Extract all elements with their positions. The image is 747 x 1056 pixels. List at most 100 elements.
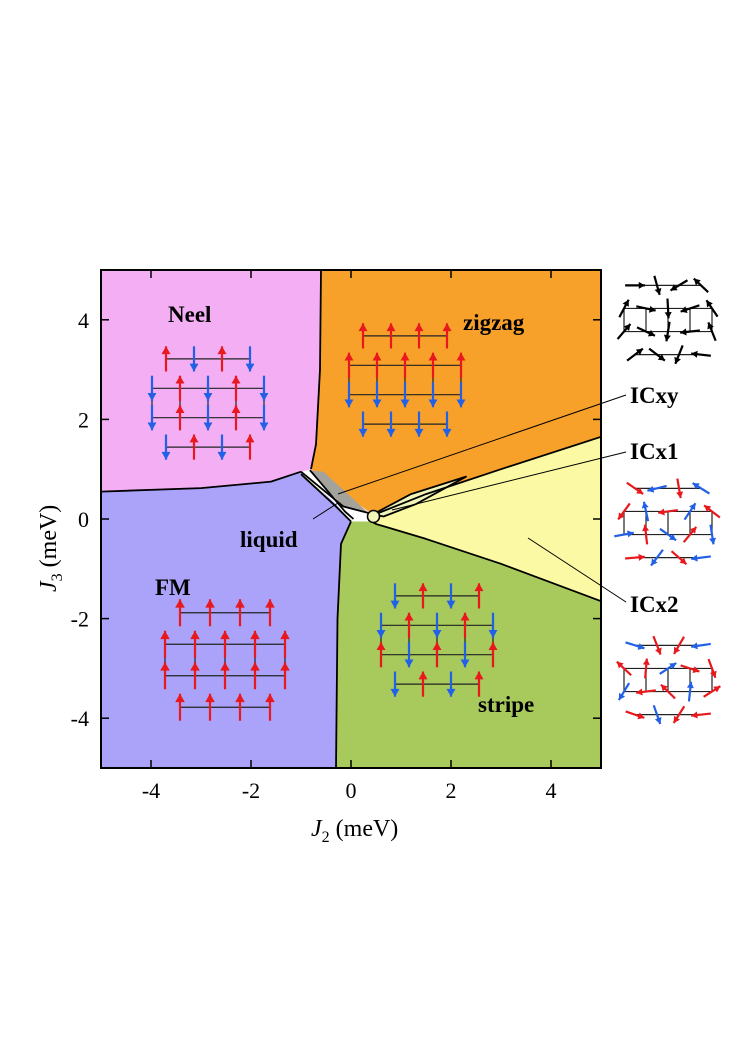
- y-tick-label: -2: [71, 607, 89, 632]
- y-axis-label-subscript: 3: [49, 573, 66, 581]
- spin-pattern-stripe: [376, 583, 498, 697]
- spin-arrow-head: [676, 491, 684, 499]
- spin-arrow-head: [674, 646, 681, 654]
- boundary-fm-stripe: [335, 521, 352, 768]
- spin-arrow-head: [418, 583, 428, 592]
- spin-arrow-head: [161, 346, 171, 355]
- spin-arrow-head: [190, 662, 200, 671]
- spin-arrow-head: [641, 501, 649, 509]
- x-axis-label-symbol: J: [311, 816, 323, 842]
- x-axis-label: J2 (meV): [311, 816, 398, 846]
- phase-label-icx2: ICx2: [630, 592, 679, 617]
- phase-label-fm: FM: [155, 575, 191, 600]
- spin-arrow-head: [654, 717, 662, 724]
- spin-arrow-head: [404, 612, 414, 621]
- spin-arrow-head: [692, 483, 700, 490]
- spin-arrow-head: [418, 671, 428, 680]
- spin-pattern-icx1-bonds: [623, 487, 713, 559]
- boundary-neel-zigzag: [310, 270, 322, 470]
- spin-arrow-head: [161, 451, 171, 460]
- spin-arrow-head: [616, 661, 624, 669]
- spin-arrow-head: [618, 692, 626, 701]
- spin-arrow-head: [414, 323, 424, 332]
- boundary-liquid-zigzag: [300, 470, 369, 514]
- spin-arrow-head: [654, 288, 662, 295]
- spin-arrow-head: [390, 600, 400, 609]
- spin-arrow-head: [627, 530, 634, 538]
- spin-arrow-head: [647, 485, 655, 493]
- spin-arrow-head: [250, 662, 260, 671]
- spin-pattern-icxy-bonds: [623, 284, 713, 356]
- region-neel: [101, 270, 321, 492]
- spin-arrow-head: [622, 299, 629, 307]
- spin-arrow-head: [358, 323, 368, 332]
- spin-arrow-head: [235, 693, 245, 703]
- spin-arrow-head: [709, 537, 717, 545]
- spin-arrow-head: [638, 553, 645, 561]
- region-zigzag: [311, 270, 601, 514]
- spin-arrow-head: [635, 348, 643, 356]
- spin-arrow-head: [432, 642, 442, 650]
- spin-arrow-head: [400, 352, 410, 361]
- boundary-neel-fm: [101, 470, 302, 493]
- spin-arrow-head: [231, 375, 241, 384]
- leader-line-icx2: [527, 537, 627, 603]
- spin-arrow-head: [691, 350, 698, 358]
- spin-arrow-head: [259, 393, 269, 401]
- spin-arrow-head: [160, 630, 170, 640]
- spin-arrow-head: [673, 715, 680, 724]
- spin-pattern-icx1: [614, 478, 721, 567]
- spin-arrow-head: [217, 346, 227, 355]
- spin-arrow-head: [428, 352, 438, 361]
- phase-label-icxy: ICxy: [630, 383, 679, 408]
- phase-label-neel: Neel: [168, 302, 211, 327]
- spin-arrow-head: [642, 524, 650, 532]
- spin-arrow-head: [442, 323, 452, 332]
- spin-pattern-zigzag: [344, 323, 466, 437]
- region-liquid: [308, 470, 369, 513]
- phase-label-stripe: stripe: [478, 692, 534, 717]
- spin-arrow-head: [376, 642, 386, 650]
- spin-arrow-head: [474, 671, 484, 680]
- phase-label-liquid: liquid: [240, 527, 298, 552]
- spin-arrow-head: [217, 451, 227, 460]
- spin-arrow-head: [147, 422, 157, 431]
- spin-arrow-head: [664, 311, 672, 319]
- y-axis-label: J3 (meV): [36, 505, 66, 592]
- spin-arrow-head: [488, 630, 498, 638]
- spin-arrow-head: [637, 643, 645, 650]
- spin-arrow-head: [175, 375, 185, 384]
- spin-arrow-head: [636, 688, 643, 696]
- leader-line-liquid: [312, 502, 339, 520]
- spin-arrow-head: [663, 334, 671, 342]
- spin-arrow-head: [686, 681, 694, 689]
- spin-arrow-head: [245, 363, 255, 372]
- spin-arrow-head: [390, 688, 400, 697]
- spin-arrow-head: [372, 352, 382, 361]
- spin-arrow-head: [456, 352, 466, 361]
- boundary-liquid-fm: [300, 473, 352, 523]
- spin-arrow-head: [400, 399, 410, 408]
- spin-arrow-head: [376, 630, 386, 638]
- spin-arrow-head: [220, 630, 230, 640]
- x-axis-label-unit: (meV): [330, 816, 399, 842]
- region-icx2: [368, 436, 601, 602]
- leader-lines: [312, 394, 627, 603]
- spin-arrow-head: [460, 659, 470, 668]
- spin-arrow-head: [386, 428, 396, 437]
- spin-arrow-head: [460, 612, 470, 621]
- spin-arrow-head: [647, 329, 655, 337]
- x-tick-label: 2: [446, 778, 457, 803]
- spin-arrow-head: [386, 323, 396, 332]
- phase-label-zigzag: zigzag: [463, 310, 525, 335]
- phase-label-icx1: ICx1: [630, 439, 679, 464]
- spin-arrow-head: [189, 434, 199, 443]
- spin-arrow-head: [691, 642, 698, 650]
- spin-pattern-icxy: [616, 275, 719, 365]
- spin-arrow-head: [642, 658, 650, 666]
- spin-arrow-head: [205, 693, 215, 703]
- spin-arrow-head: [358, 428, 368, 437]
- spin-arrow-head: [707, 322, 714, 330]
- spin-arrow-head: [680, 328, 687, 336]
